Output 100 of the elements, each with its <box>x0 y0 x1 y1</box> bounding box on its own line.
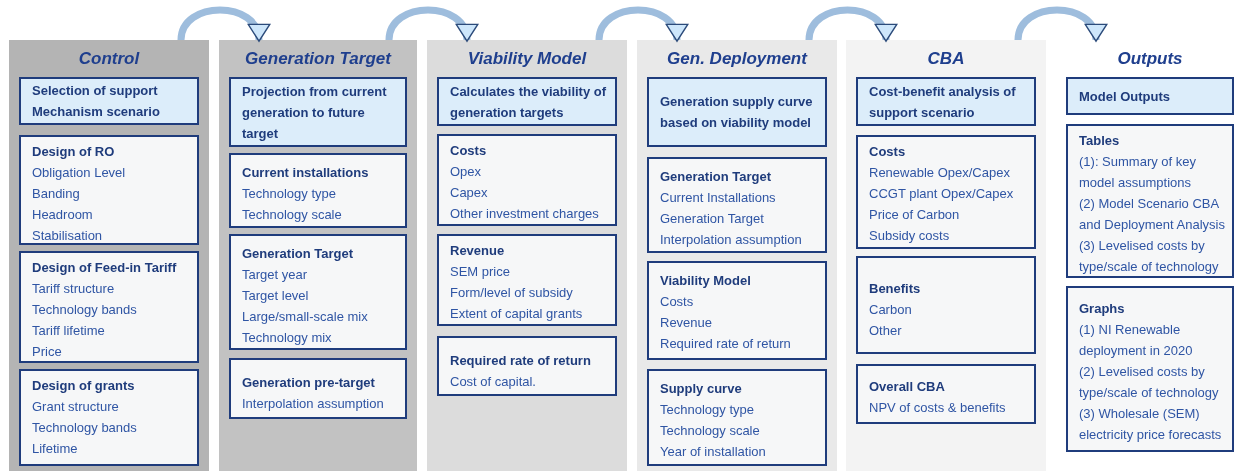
box-heading: Generation Target <box>242 245 354 263</box>
stage-title: Outputs <box>1117 48 1183 70</box>
item-text: Cost of capital. <box>450 373 537 391</box>
stage-column <box>9 40 209 471</box>
summary-text: Calculates the viability of generation targets <box>450 82 608 122</box>
summary-box <box>647 77 827 147</box>
item-text: (1) NI Renewable deployment in 2020 <box>1079 321 1194 360</box>
summary-box <box>229 77 407 147</box>
detail-box <box>19 135 199 245</box>
detail-box <box>856 256 1036 354</box>
summary-text: Selection of support Mechanism scenario <box>32 82 161 121</box>
detail-box <box>1066 124 1234 278</box>
item-text: Form/level of subsidy <box>450 284 574 302</box>
box-heading: Viability Model <box>660 272 752 290</box>
stage-column <box>427 40 627 471</box>
item-text: Banding <box>32 185 81 203</box>
summary-text: Projection from current generation to future target <box>242 82 388 143</box>
item-text: Carbon <box>869 301 913 319</box>
item-text: Current Installations <box>660 189 777 207</box>
item-text: Other <box>869 322 903 340</box>
box-heading: Supply curve <box>660 380 743 398</box>
item-text: Grant structure <box>32 398 120 416</box>
item-text: Renewable Opex/Capex <box>869 164 1011 182</box>
item-text: Technology bands <box>32 419 138 437</box>
detail-box <box>437 336 617 396</box>
item-text: Year of installation <box>660 443 767 461</box>
stage-column <box>846 40 1046 471</box>
box-heading: Generation Target <box>660 168 772 186</box>
item-text: Large/small-scale mix <box>242 308 369 326</box>
box-heading: Design of grants <box>32 377 136 395</box>
item-text: Tariff structure <box>32 280 116 298</box>
curved-arrow <box>177 6 268 42</box>
detail-box <box>19 369 199 466</box>
item-text: Generation Target <box>660 210 765 228</box>
detail-box <box>19 251 199 363</box>
item-text: Capex <box>450 184 489 202</box>
box-heading: Overall CBA <box>869 378 946 396</box>
detail-box <box>647 369 827 466</box>
detail-box <box>229 358 407 419</box>
item-text: Opex <box>450 163 483 181</box>
stage-title: Generation Target <box>245 48 391 70</box>
stage-title: Gen. Deployment <box>667 48 807 70</box>
summary-box <box>1066 77 1234 115</box>
item-text: CCGT plant Opex/Capex <box>869 185 1015 203</box>
item-text: Revenue <box>660 314 714 332</box>
item-text: Interpolation assumption <box>660 231 803 249</box>
item-text: NPV of costs & benefits <box>869 399 1007 417</box>
item-text: Headroom <box>32 206 94 224</box>
curved-arrow <box>805 6 895 42</box>
curved-arrow <box>385 6 476 42</box>
item-text: Price <box>32 343 63 361</box>
detail-box <box>437 134 617 226</box>
item-text: (2) Model Scenario CBA and Deployment Analysis <box>1079 195 1226 234</box>
box-heading: Generation pre-target <box>242 374 376 392</box>
detail-box <box>1066 286 1234 452</box>
item-text: (1): Summary of key model assumptions <box>1079 153 1198 192</box>
stage-title: Control <box>78 48 140 70</box>
box-heading: Benefits <box>869 280 922 298</box>
detail-box <box>856 364 1036 424</box>
detail-box <box>437 234 617 326</box>
box-heading: Current installations <box>242 164 370 182</box>
item-text: Technology bands <box>32 301 138 319</box>
item-text: Technology mix <box>242 329 333 347</box>
box-heading: Tables <box>1079 132 1121 150</box>
item-text: Technology scale <box>660 422 761 440</box>
item-text: Price of Carbon <box>869 206 961 224</box>
item-text: Subsidy costs <box>869 227 951 245</box>
curved-arrow <box>595 6 686 42</box>
box-heading: Costs <box>450 142 488 160</box>
detail-box <box>229 153 407 228</box>
item-text: Extent of capital grants <box>450 305 584 323</box>
item-text: Stabilisation <box>32 227 104 245</box>
stage-title: CBA <box>927 48 965 70</box>
item-text: Other investment charges <box>450 205 600 223</box>
item-text: (2) Levelised costs by type/scale of technology <box>1079 363 1220 402</box>
detail-box <box>856 135 1036 249</box>
item-text: Target level <box>242 287 310 305</box>
box-heading: Costs <box>869 143 907 161</box>
curved-arrow <box>1014 6 1105 42</box>
item-text: (3) Wholesale (SEM) electricity price forecasts <box>1079 405 1223 444</box>
summary-text: Cost-benefit analysis of support scenario <box>869 82 1017 122</box>
summary-box <box>19 77 199 125</box>
item-text: (3) Levelised costs by type/scale of technology <box>1079 237 1220 276</box>
stage-column <box>219 40 417 471</box>
item-text: Obligation Level <box>32 164 127 182</box>
item-text: Technology type <box>242 185 337 203</box>
summary-box <box>437 77 617 126</box>
item-text: SEM price <box>450 263 511 281</box>
summary-text: Model Outputs <box>1079 87 1171 106</box>
item-text: Tariff lifetime <box>32 322 106 340</box>
detail-box <box>647 157 827 253</box>
box-heading: Graphs <box>1079 300 1126 318</box>
summary-box <box>856 77 1036 126</box>
box-heading: Design of Feed-in Tariff <box>32 259 178 277</box>
stage-title: Viability Model <box>467 48 587 70</box>
detail-box <box>229 234 407 350</box>
item-text: Technology type <box>660 401 755 419</box>
stage-column <box>637 40 837 471</box>
item-text: Technology scale <box>242 206 343 224</box>
box-heading: Design of RO <box>32 143 116 161</box>
